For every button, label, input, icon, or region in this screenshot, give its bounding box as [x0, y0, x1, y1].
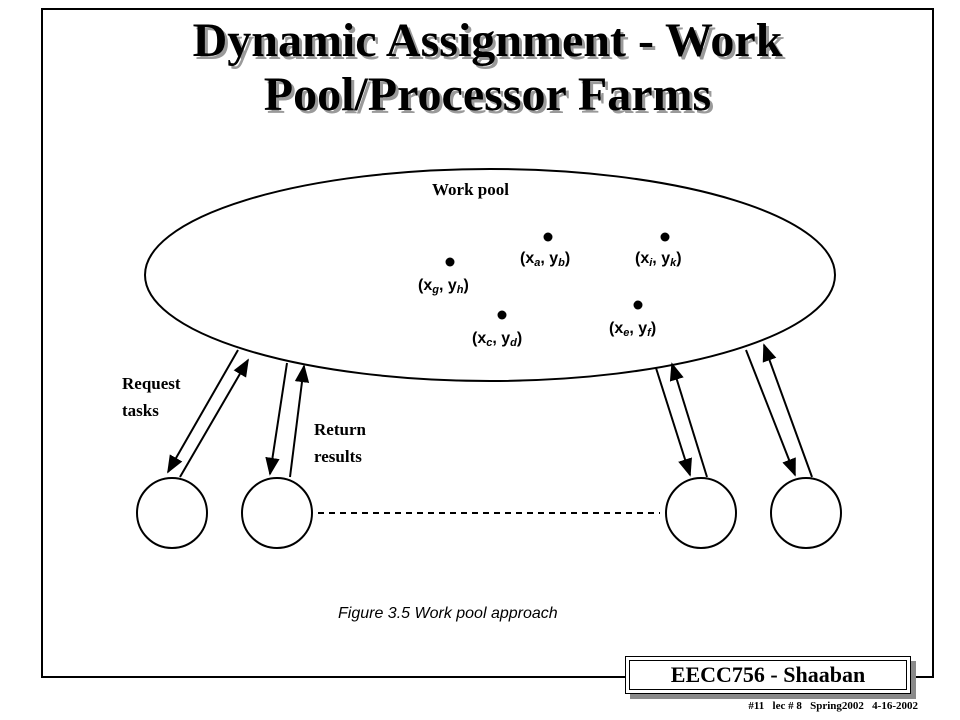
figure-caption: Figure 3.5 Work pool approach	[338, 605, 558, 622]
return-results-label: Return results	[314, 420, 370, 466]
request-arrow	[655, 367, 692, 477]
slave-processor	[665, 477, 737, 549]
return-arrow	[669, 362, 708, 478]
task-dot	[445, 257, 455, 267]
request-arrow	[167, 349, 239, 474]
slave-processor	[136, 477, 208, 549]
task-label: (xa, yb)	[520, 250, 570, 269]
work-pool-label: Work pool	[432, 180, 509, 199]
return-arrow	[762, 343, 813, 478]
slave-processor	[770, 477, 842, 549]
slide-footer-info: #11 lec # 8 Spring2002 4-16-2002	[748, 700, 918, 712]
title-line-2: Pool/Processor Farms	[263, 68, 712, 121]
task-dot	[633, 300, 643, 310]
work-pool-ellipse	[144, 168, 836, 382]
slide-frame	[41, 8, 934, 678]
course-badge-text: EECC756 - Shaaban	[629, 660, 907, 690]
task-label: (xi, yk)	[635, 250, 682, 269]
task-dot	[497, 310, 507, 320]
task-dot	[543, 232, 553, 242]
slave-processor	[241, 477, 313, 549]
request-arrow	[745, 349, 796, 477]
return-arrow	[289, 364, 310, 478]
slide-title: Dynamic Assignment - Work Pool/Processor…	[41, 14, 934, 122]
task-label: (xg, yh)	[418, 277, 469, 296]
request-tasks-label: Request tasks	[122, 374, 185, 420]
task-label: (xc, yd)	[472, 330, 522, 349]
response-arrow	[179, 358, 249, 478]
request-arrow	[265, 362, 288, 476]
course-badge: EECC756 - Shaaban	[625, 656, 911, 694]
task-label: (xe, yf)	[609, 320, 656, 339]
title-line-1: Dynamic Assignment - Work	[192, 14, 783, 67]
task-dot	[660, 232, 670, 242]
